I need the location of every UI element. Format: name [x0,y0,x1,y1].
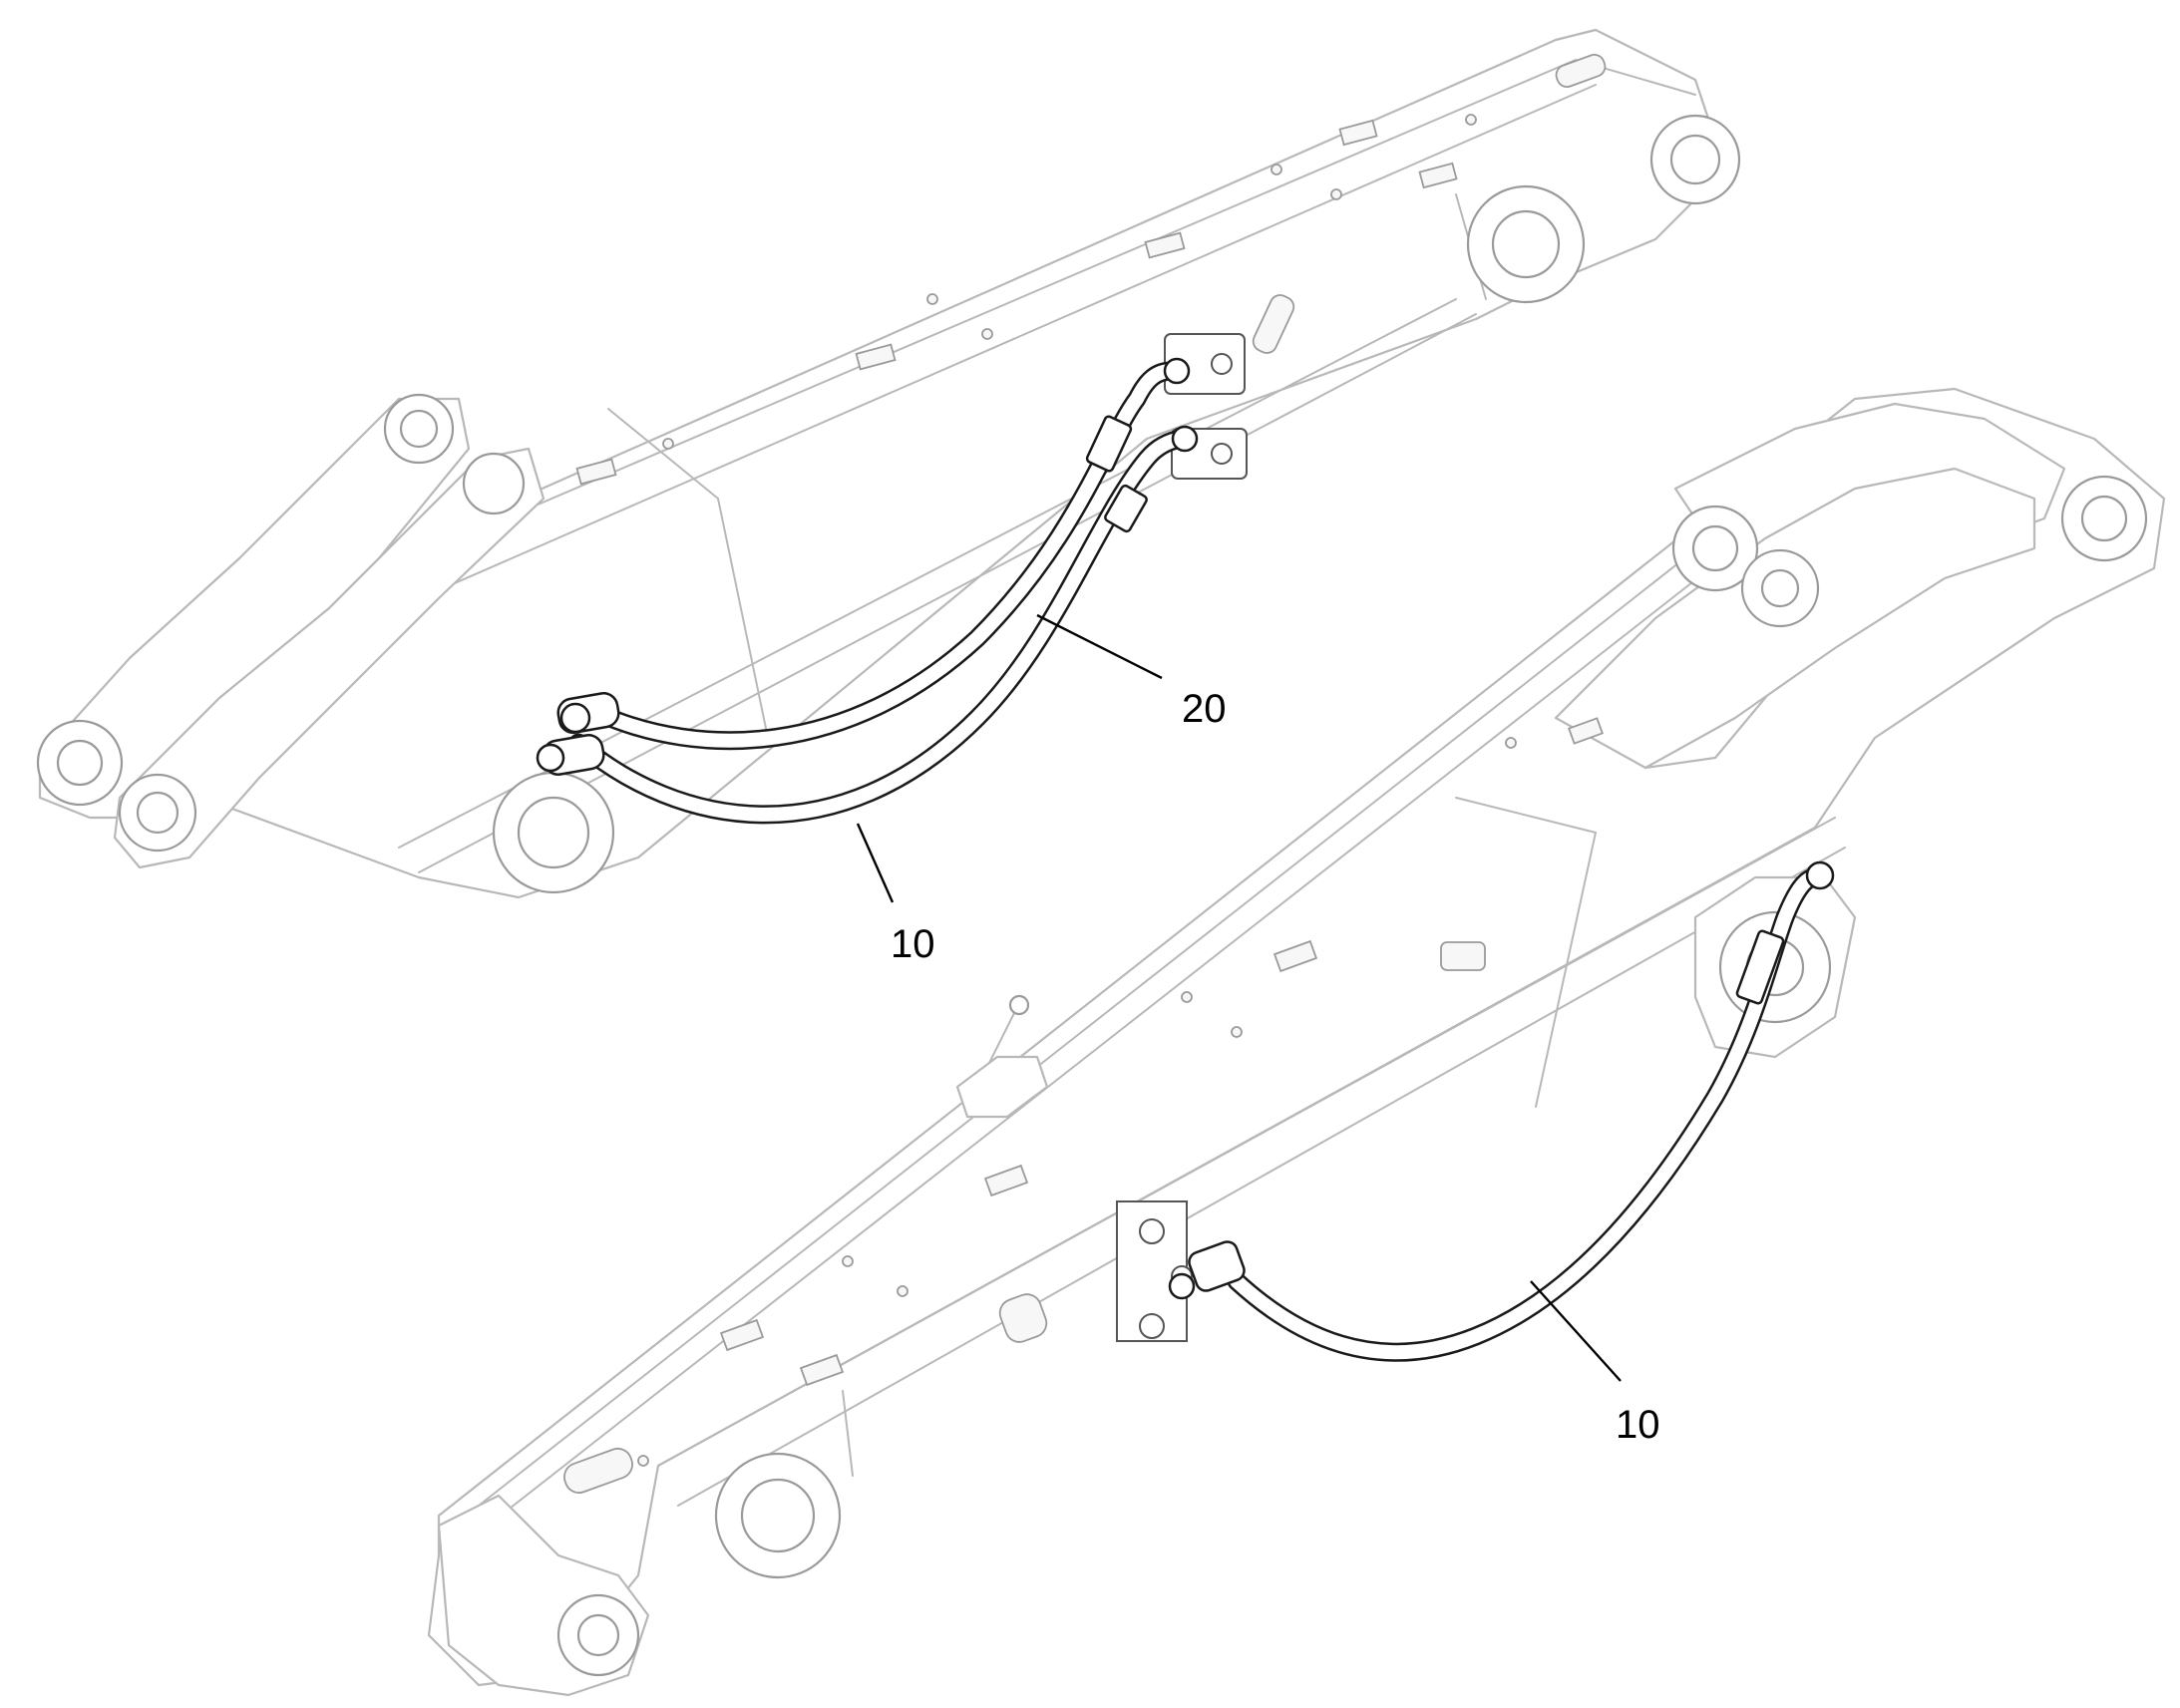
upper-boom [36,28,1741,899]
lower-valve-block [1116,1200,1193,1342]
callout-10-upper: 10 [856,823,935,966]
hose-10-lower [1168,860,1835,1362]
callout-10-lower: 10 [1530,1280,1660,1447]
hose-10-upper [568,425,1199,825]
lower-boom [427,387,2166,1697]
callout-10-lower-label: 10 [1616,1403,1660,1447]
callout-10-upper-label: 10 [891,922,935,966]
upper-hose-end-fittings [536,692,620,776]
callout-20-label: 20 [1182,687,1227,731]
callout-20: 20 [1036,613,1227,731]
hose-20-upper [588,357,1191,751]
